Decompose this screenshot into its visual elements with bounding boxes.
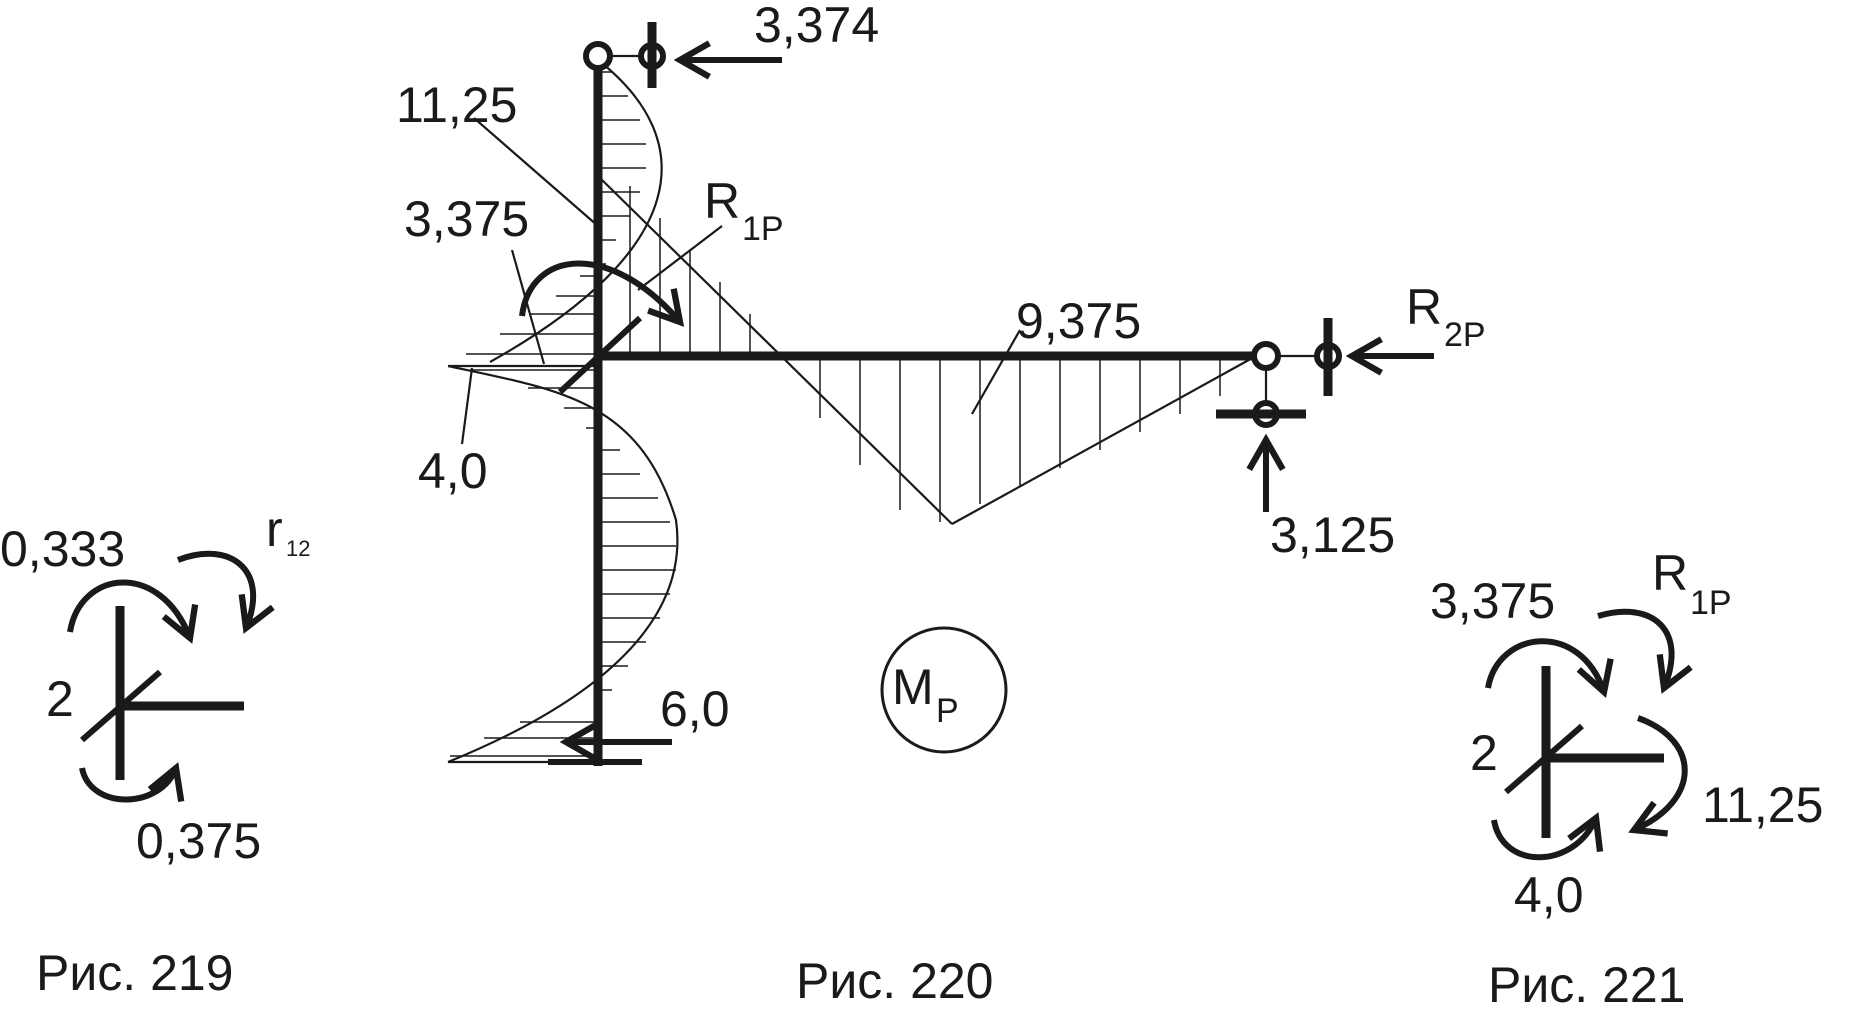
- beam-diagram-upper-line: [597, 175, 953, 525]
- moment-arrow-top-left: [67, 579, 199, 644]
- reaction-label-r: r: [266, 501, 283, 557]
- moment-arrow-bottom: [79, 762, 185, 803]
- ordinate-11-25: 11,25: [396, 77, 517, 133]
- moment-value-bottom: 0,375: [136, 813, 261, 869]
- bottom-force-value: 6,0: [660, 681, 730, 737]
- moment-value-top-left: 3,375: [1430, 573, 1555, 629]
- diagram-label-circle: [880, 626, 1008, 754]
- beam-diagram-lower-line: [951, 355, 1257, 525]
- leader-4-0: [460, 367, 474, 445]
- figure-caption: Рис. 220: [796, 953, 994, 1006]
- leader-11-25: [473, 117, 599, 227]
- right-hinge: [1251, 341, 1281, 371]
- figure-220: 3,374 3,125 6,0 11,25 3,375 4,0 9,375 R …: [396, 0, 1486, 1009]
- r2p-label-subscript: 2P: [1444, 316, 1486, 354]
- leader-3-375: [510, 249, 546, 365]
- rigid-node-mark: [557, 315, 643, 395]
- reaction-label-subscript: 1P: [1690, 584, 1732, 622]
- top-force-value: 3,374: [754, 0, 879, 53]
- figure-219: 0,333 2 0,375 r 12 Рис. 219: [0, 501, 310, 1001]
- moment-arrow-right: [1628, 715, 1688, 837]
- figure-221: 3,375 2 11,25 4,0 R 1P Рис. 221: [1430, 545, 1823, 1011]
- diagram-label-subscript: P: [936, 692, 959, 730]
- reaction-label-subscript: 12: [286, 536, 310, 561]
- reaction-moment-arrow: [176, 550, 275, 634]
- vertical-force-value: 3,125: [1270, 507, 1395, 563]
- ordinate-9-375: 9,375: [1016, 293, 1141, 349]
- rigid-node-mark: [1504, 723, 1584, 795]
- figure-caption: Рис. 219: [36, 945, 234, 1001]
- hatch-lower-left: [470, 369, 598, 429]
- upper-moment-curve: [489, 59, 663, 363]
- moment-arrow-top-left: [1485, 638, 1614, 699]
- moment-value-bottom: 4,0: [1514, 867, 1584, 923]
- moment-arrow-bottom: [1491, 812, 1604, 861]
- top-hinge: [583, 41, 613, 71]
- r2p-label: R: [1406, 279, 1442, 335]
- diagram-label-m: M: [892, 659, 934, 715]
- r1p-label-subscript: 1P: [742, 210, 784, 248]
- ordinate-4-0: 4,0: [418, 443, 488, 499]
- reaction-moment-arrow: [1597, 608, 1693, 694]
- moment-value-right: 11,25: [1702, 777, 1823, 833]
- rigid-node-mark: [80, 669, 162, 743]
- reaction-label-r: R: [1652, 545, 1688, 601]
- hatch-beam-lower: [819, 356, 1221, 522]
- leader-9-375: [971, 329, 1021, 415]
- node-label: 2: [46, 671, 74, 727]
- lower-moment-curve: [447, 364, 679, 764]
- r1p-moment-arrow: [519, 260, 685, 327]
- r1p-label: R: [704, 173, 740, 229]
- leader-r1p: [637, 225, 723, 291]
- node-label: 2: [1470, 725, 1498, 781]
- ordinate-3-375: 3,375: [404, 191, 529, 247]
- figure-caption: Рис. 221: [1488, 957, 1686, 1006]
- moment-value-top-left: 0,333: [0, 521, 125, 577]
